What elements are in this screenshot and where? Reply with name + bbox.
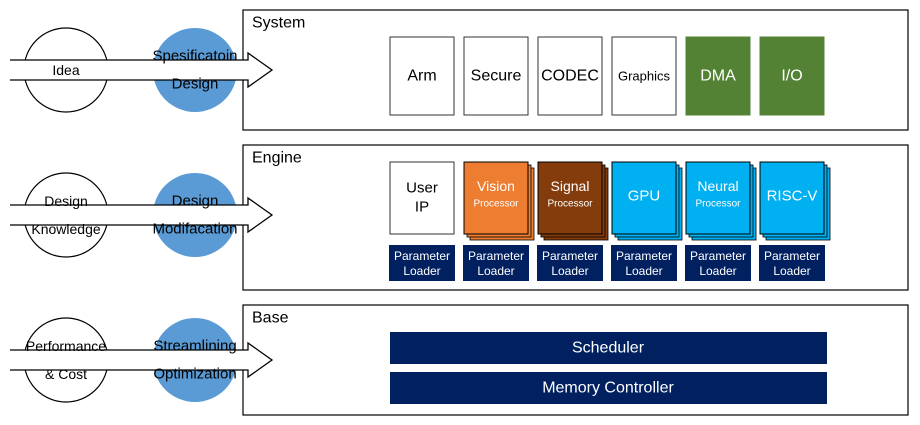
engine-block-user-ip-title-line2: IP	[415, 199, 429, 216]
engine-block-user-ip-loader-line1: Parameter	[394, 249, 450, 263]
engine-block-signal-subtitle: Processor	[547, 199, 593, 210]
engine-block-user-ip-loader-line2: Loader	[403, 264, 440, 278]
engine-block-gpu	[611, 161, 677, 235]
system-input-label: Idea	[52, 62, 79, 78]
engine-block-risc-v-parameter-loader	[759, 245, 825, 281]
base-section-title: Base	[252, 310, 289, 327]
engine-stage-label-line1: Design	[172, 193, 219, 210]
system-block-graphics	[611, 36, 677, 116]
system-flow-arrow	[10, 51, 274, 89]
engine-block-vision-loader-line2: Loader	[477, 264, 514, 278]
engine-block-neural	[685, 161, 751, 235]
system-block-i-o	[759, 36, 825, 116]
engine-block-gpu-loader-line1: Parameter	[616, 249, 672, 263]
system-block-dma	[685, 36, 751, 116]
engine-flow-arrow	[10, 196, 274, 234]
engine-block-vision-subtitle: Processor	[473, 199, 519, 210]
engine-block-neural-title: Neural	[697, 178, 738, 194]
engine-block-neural-loader-line2: Loader	[699, 264, 736, 278]
engine-block-risc-v-loader-line2: Loader	[773, 264, 810, 278]
engine-block-vision	[463, 161, 529, 235]
engine-block-neural-loader-line1: Parameter	[690, 249, 746, 263]
engine-block-vision-title: Vision	[477, 178, 515, 194]
engine-block-user-ip-title-line1: User	[406, 180, 438, 197]
system-block-arm	[389, 36, 455, 116]
base-bar-scheduler-label: Scheduler	[572, 340, 645, 357]
engine-block-vision-parameter-loader	[463, 245, 529, 281]
engine-block-signal-loader-line1: Parameter	[542, 249, 598, 263]
engine-block-user-ip-parameter-loader	[389, 245, 455, 281]
engine-block-risc-v-title: RISC-V	[767, 188, 818, 205]
engine-block-neural-parameter-loader	[685, 245, 751, 281]
engine-block-gpu-parameter-loader	[611, 245, 677, 281]
engine-input-label-line2: Knowledge	[31, 221, 100, 237]
system-block-secure	[463, 36, 529, 116]
engine-block-neural-subtitle: Processor	[695, 199, 741, 210]
base-stage-label-line1: Streamlining	[153, 338, 236, 355]
base-bar-memory-controller	[390, 372, 827, 404]
system-block-dma-label: DMA	[700, 68, 736, 85]
system-stage-label-line2: Design	[172, 76, 219, 93]
system-block-codec	[537, 36, 603, 116]
engine-stage-label-line2: Modifacation	[152, 221, 237, 238]
base-input-label-line2: & Cost	[45, 366, 87, 382]
engine-block-gpu-title: GPU	[628, 188, 661, 205]
base-stage-label-line2: Optimization	[153, 366, 236, 383]
base-bar-memory-controller-label: Memory Controller	[542, 380, 674, 397]
engine-block-signal-loader-line2: Loader	[551, 264, 588, 278]
engine-block-risc-v	[759, 161, 825, 235]
engine-input-label-line1: Design	[44, 193, 88, 209]
system-block-secure-label: Secure	[471, 68, 522, 85]
engine-block-user-ip	[389, 161, 455, 235]
system-block-i-o-label: I/O	[781, 68, 802, 85]
base-flow-arrow	[10, 341, 274, 379]
engine-block-signal-title: Signal	[551, 178, 590, 194]
base-input-label-line1: Performance	[26, 338, 106, 354]
system-section-title: System	[252, 15, 305, 32]
system-block-graphics-label: Graphics	[618, 69, 671, 84]
system-block-arm-label: Arm	[407, 68, 436, 85]
engine-block-vision-loader-line1: Parameter	[468, 249, 524, 263]
engine-block-risc-v-loader-line1: Parameter	[764, 249, 820, 263]
engine-section-title: Engine	[252, 150, 302, 167]
engine-block-gpu-loader-line2: Loader	[625, 264, 662, 278]
system-stage-label-line1: Spesificatoin	[152, 48, 237, 65]
engine-block-signal	[537, 161, 603, 235]
base-bar-scheduler	[390, 332, 827, 364]
engine-block-signal-parameter-loader	[537, 245, 603, 281]
system-block-codec-label: CODEC	[541, 68, 599, 85]
